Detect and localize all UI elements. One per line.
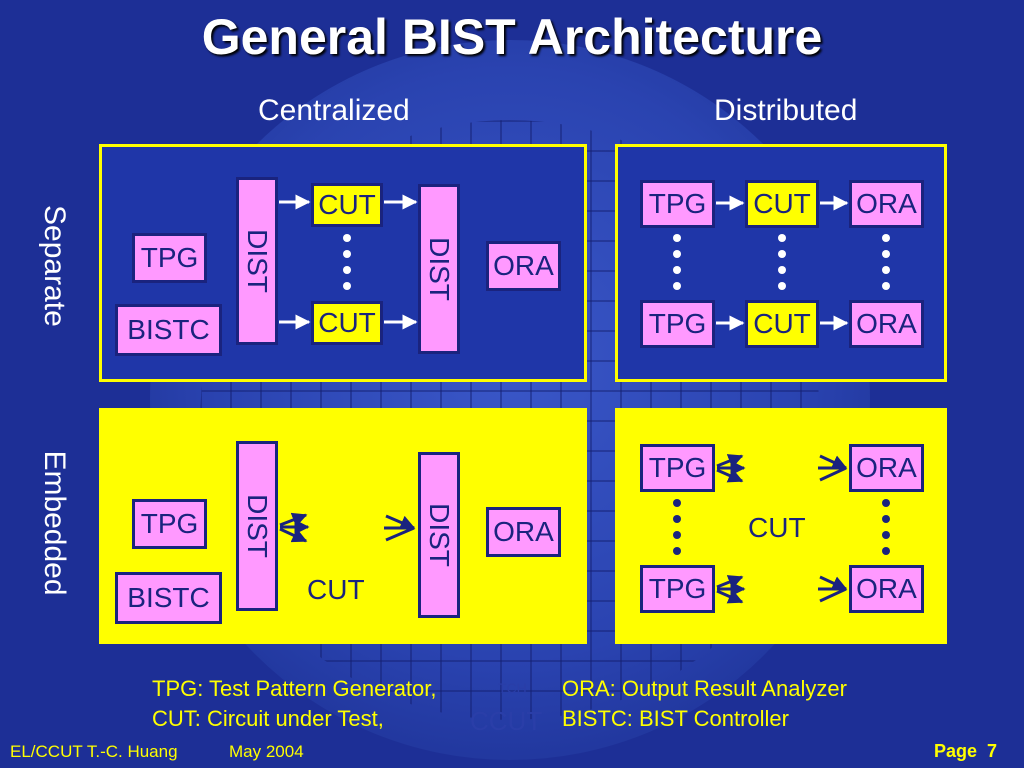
legend-cut: CUT: Circuit under Test, [152, 706, 384, 731]
ora-block: ORA [486, 507, 561, 557]
legend-tpg: TPG: Test Pattern Generator, [152, 676, 437, 701]
ora-block-bottom: ORA [849, 565, 924, 613]
tpg-block: TPG [132, 499, 207, 549]
tpg-block-bottom: TPG [640, 565, 715, 613]
tpg-block-top: TPG [640, 180, 715, 228]
footer-date: May 2004 [229, 742, 304, 761]
tpg-block: TPG [132, 233, 207, 283]
legend-ora: ORA: Output Result Analyzer [562, 676, 847, 701]
ellipsis-dots [673, 234, 890, 290]
cut-embedded-label: CUT [307, 574, 365, 605]
dist-block-output: DIST [418, 452, 460, 618]
bistc-block: BISTC [115, 304, 222, 356]
cut-block-top: CUT [745, 180, 819, 228]
ora-block: ORA [486, 241, 561, 291]
dist-block-input: DIST [236, 177, 278, 345]
tpg-block-bottom: TPG [640, 300, 715, 348]
ora-block-top: ORA [849, 444, 924, 492]
cut-block-bottom: CUT [311, 301, 383, 345]
ellipsis-dots [343, 234, 351, 290]
bistc-block: BISTC [115, 572, 222, 624]
fan-in-arrows [818, 454, 848, 603]
column-heading-centralized: Centralized [258, 94, 410, 127]
dist-block-input: DIST [236, 441, 278, 611]
ora-block-top: ORA [849, 180, 924, 228]
footer-page-label: Page [934, 741, 978, 761]
dist-block-output: DIST [418, 184, 460, 354]
legend-bistc: BISTC: BIST Controller [562, 706, 789, 731]
ellipsis-dots [673, 499, 890, 555]
footer-page-number: 7 [987, 741, 998, 761]
fan-out-arrows [279, 512, 310, 543]
fan-out-arrows [716, 454, 746, 604]
cut-block-bottom: CUT [745, 300, 819, 348]
watermark-large: CCUT [470, 706, 543, 736]
page-title: General BIST Architecture [201, 9, 823, 65]
cut-block-top: CUT [311, 183, 383, 227]
footer-author: EL/CCUT T.-C. Huang [10, 742, 178, 761]
column-heading-distributed: Distributed [714, 94, 858, 127]
cut-embedded-label: CUT [748, 512, 806, 543]
fan-in-arrows [384, 514, 416, 542]
footer-page: Page 7 [934, 741, 997, 762]
watermark-small: TCH [498, 680, 527, 696]
ora-block-bottom: ORA [849, 300, 924, 348]
tpg-block-top: TPG [640, 444, 715, 492]
